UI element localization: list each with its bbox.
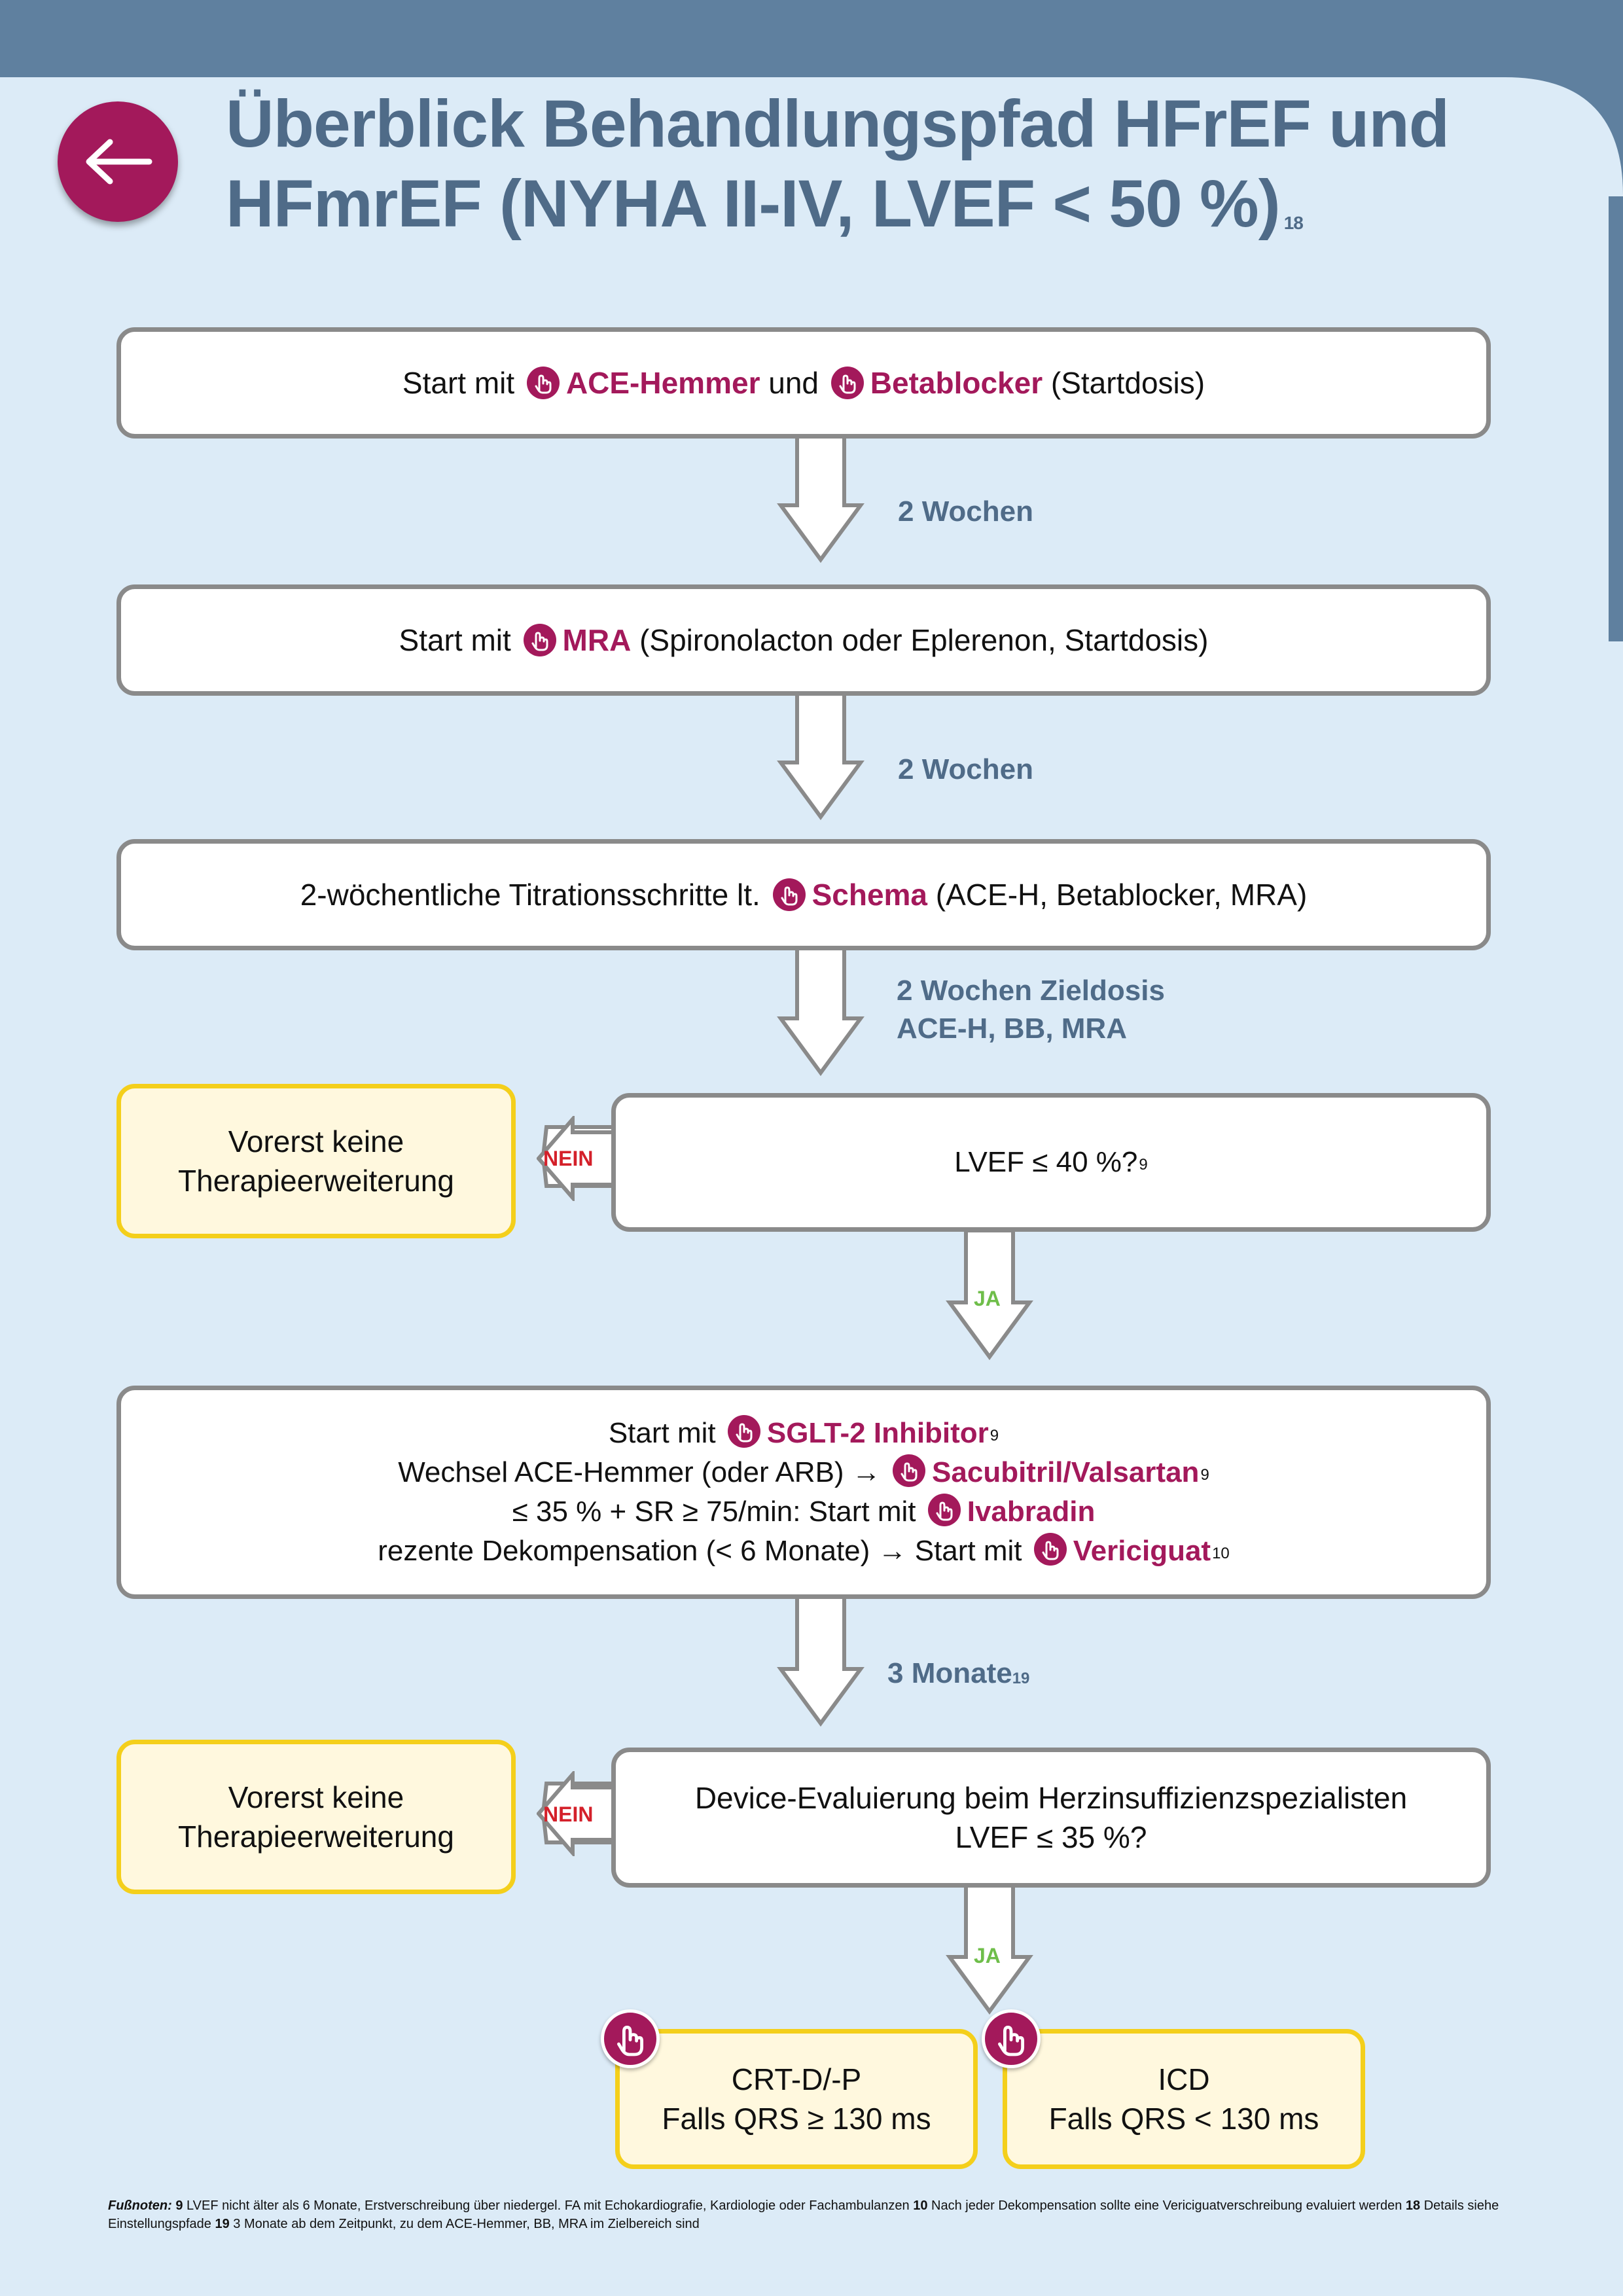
schema-link[interactable]: Schema [812, 878, 928, 912]
footnotes-label: Fußnoten: [108, 2198, 172, 2213]
hand-pointer-icon[interactable] [523, 624, 556, 656]
down-arrow-ja-1 [946, 1229, 1033, 1361]
crt-line-1: CRT-D/-P [731, 2062, 862, 2096]
down-arrow-1 [777, 433, 865, 564]
top-banner [0, 0, 1623, 77]
icd-box: ICD Falls QRS < 130 ms [1003, 2029, 1365, 2169]
footnote-18-number: 18 [1405, 2198, 1421, 2213]
footnote-19-text: 3 Monate ab dem Zeitpunkt, zu dem ACE-He… [233, 2217, 700, 2231]
step4-line-3: ≤ 35 % + SR ≥ 75/min: Start mit Ivabradi… [378, 1492, 1230, 1532]
decision-1-ref: 9 [1139, 1156, 1148, 1174]
step-start-mra: Start mit MRA (Spironolacton oder Eplere… [116, 584, 1491, 696]
down-arrow-3 [777, 946, 865, 1077]
decision-device-evaluation: Device-Evaluierung beim Herzinsuffizienz… [611, 1748, 1491, 1888]
hand-pointer-icon[interactable] [982, 2009, 1041, 2068]
hand-pointer-icon[interactable] [1033, 1533, 1067, 1566]
title-line-1: Überblick Behandlungspfad HFrEF und [226, 86, 1450, 161]
step2-post: (Spironolacton oder Eplerenon, Startdosi… [639, 623, 1209, 657]
step4-l4-pre: rezente Dekompensation (< 6 Monate) → St… [378, 1535, 1022, 1567]
mra-link[interactable]: MRA [562, 623, 632, 657]
hand-pointer-icon[interactable] [772, 878, 806, 911]
no-label-1: NEIN [543, 1147, 594, 1170]
ace-hemmer-link[interactable]: ACE-Hemmer [565, 366, 760, 400]
crt-line-2: Falls QRS ≥ 130 ms [662, 2102, 931, 2136]
yes-label-1: JA [974, 1287, 1001, 1310]
no-box-1-line-2: Therapieerweiterung [178, 1164, 454, 1198]
step-titration: 2-wöchentliche Titrationsschritte lt. Sc… [116, 839, 1491, 950]
step4-l3-pre: ≤ 35 % + SR ≥ 75/min: Start mit [512, 1496, 916, 1528]
sacubitril-valsartan-link[interactable]: Sacubitril/Valsartan [932, 1456, 1200, 1488]
title-line-2: HFmrEF (NYHA II-IV, LVEF < 50 %)18 [226, 164, 1535, 243]
step4-l4-ref: 10 [1212, 1545, 1230, 1562]
step4-l1-pre: Start mit [608, 1417, 716, 1449]
decision-2-line-2: LVEF ≤ 35 %? [955, 1820, 1147, 1854]
crt-box: CRT-D/-P Falls QRS ≥ 130 ms [615, 2029, 978, 2169]
page-title: Überblick Behandlungspfad HFrEF und HFmr… [226, 84, 1535, 243]
decision-1-question: LVEF ≤ 40 %? [954, 1146, 1138, 1178]
step4-line-2: Wechsel ACE-Hemmer (oder ARB) → Sacubitr… [378, 1453, 1230, 1492]
footnote-10-text: Nach jeder Dekompensation sollte eine Ve… [931, 2198, 1402, 2213]
arrow-1-label: 2 Wochen [898, 495, 1034, 528]
title-reference: 18 [1283, 213, 1304, 233]
no-box-2-line-1: Vorerst keine [228, 1780, 404, 1814]
step4-line-4: rezente Dekompensation (< 6 Monate) → St… [378, 1532, 1230, 1571]
back-button[interactable] [58, 101, 178, 222]
arrow-2-label: 2 Wochen [898, 753, 1034, 785]
no-box-1-line-1: Vorerst keine [228, 1124, 404, 1158]
arrow-left-icon [86, 139, 152, 185]
down-arrow-ja-2 [946, 1883, 1033, 2015]
arrow-4-label: 3 Monate19 [887, 1655, 1029, 1693]
footnote-19-number: 19 [215, 2217, 230, 2231]
arrow-4-ref: 19 [1012, 1670, 1030, 1687]
hand-pointer-icon[interactable] [601, 2009, 660, 2068]
title-line-2-text: HFmrEF (NYHA II-IV, LVEF < 50 %) [226, 166, 1281, 241]
step-start-ace-betablocker: Start mit ACE-Hemmer und Betablocker (St… [116, 327, 1491, 439]
icd-line-2: Falls QRS < 130 ms [1048, 2102, 1319, 2136]
hand-pointer-icon[interactable] [893, 1454, 926, 1487]
footnote-9-number: 9 [175, 2198, 183, 2213]
step1-post: (Startdosis) [1050, 366, 1205, 400]
no-box-2-line-2: Therapieerweiterung [178, 1820, 454, 1854]
betablocker-link[interactable]: Betablocker [870, 366, 1043, 400]
sglt2-link[interactable]: SGLT-2 Inhibitor [766, 1417, 989, 1449]
step3-pre: 2-wöchentliche Titrationsschritte lt. [300, 878, 760, 912]
no-label-2: NEIN [543, 1803, 594, 1826]
arrow-4-text: 3 Monate [887, 1657, 1012, 1689]
step-therapy-extension: Start mit SGLT-2 Inhibitor9 Wechsel ACE-… [116, 1386, 1491, 1599]
ivabradin-link[interactable]: Ivabradin [967, 1496, 1096, 1528]
arrow-3-label: 2 Wochen Zieldosis ACE-H, BB, MRA [897, 972, 1165, 1048]
no-further-therapy-box-1: Vorerst keine Therapieerweiterung [116, 1084, 516, 1238]
step4-line-1: Start mit SGLT-2 Inhibitor9 [378, 1414, 1230, 1453]
footnote-18-text: Details siehe Einstellungspfade [108, 2198, 1499, 2231]
step4-l2-ref: 9 [1200, 1466, 1209, 1484]
step1-mid: und [768, 366, 819, 400]
no-arrow-1 [537, 1116, 620, 1201]
footnotes: Fußnoten: 9 LVEF nicht älter als 6 Monat… [108, 2197, 1528, 2233]
hand-pointer-icon[interactable] [526, 367, 560, 399]
arrow-3-line-2: ACE-H, BB, MRA [897, 1013, 1127, 1045]
banner-corner [1505, 77, 1623, 195]
footnote-10-number: 10 [913, 2198, 928, 2213]
hand-pointer-icon[interactable] [927, 1494, 961, 1526]
vericiguat-link[interactable]: Vericiguat [1073, 1535, 1211, 1567]
arrow-3-line-1: 2 Wochen Zieldosis [897, 975, 1165, 1007]
step4-l2-pre: Wechsel ACE-Hemmer (oder ARB) → [398, 1456, 881, 1488]
side-strip [1609, 196, 1623, 641]
yes-label-2: JA [974, 1944, 1001, 1967]
decision-lvef-40: LVEF ≤ 40 %?9 [611, 1093, 1491, 1232]
hand-pointer-icon[interactable] [727, 1415, 760, 1448]
down-arrow-4 [777, 1593, 865, 1727]
step1-pre: Start mit [402, 366, 515, 400]
step2-pre: Start mit [399, 623, 511, 657]
step3-post: (ACE-H, Betablocker, MRA) [935, 878, 1308, 912]
down-arrow-2 [777, 691, 865, 821]
no-further-therapy-box-2: Vorerst keine Therapieerweiterung [116, 1740, 516, 1894]
footnote-9-text: LVEF nicht älter als 6 Monate, Erstversc… [187, 2198, 910, 2213]
decision-2-line-1: Device-Evaluierung beim Herzinsuffizienz… [694, 1781, 1408, 1815]
hand-pointer-icon[interactable] [830, 367, 864, 399]
icd-line-1: ICD [1158, 2062, 1210, 2096]
no-arrow-2 [537, 1771, 620, 1856]
step4-l1-ref: 9 [990, 1427, 999, 1444]
